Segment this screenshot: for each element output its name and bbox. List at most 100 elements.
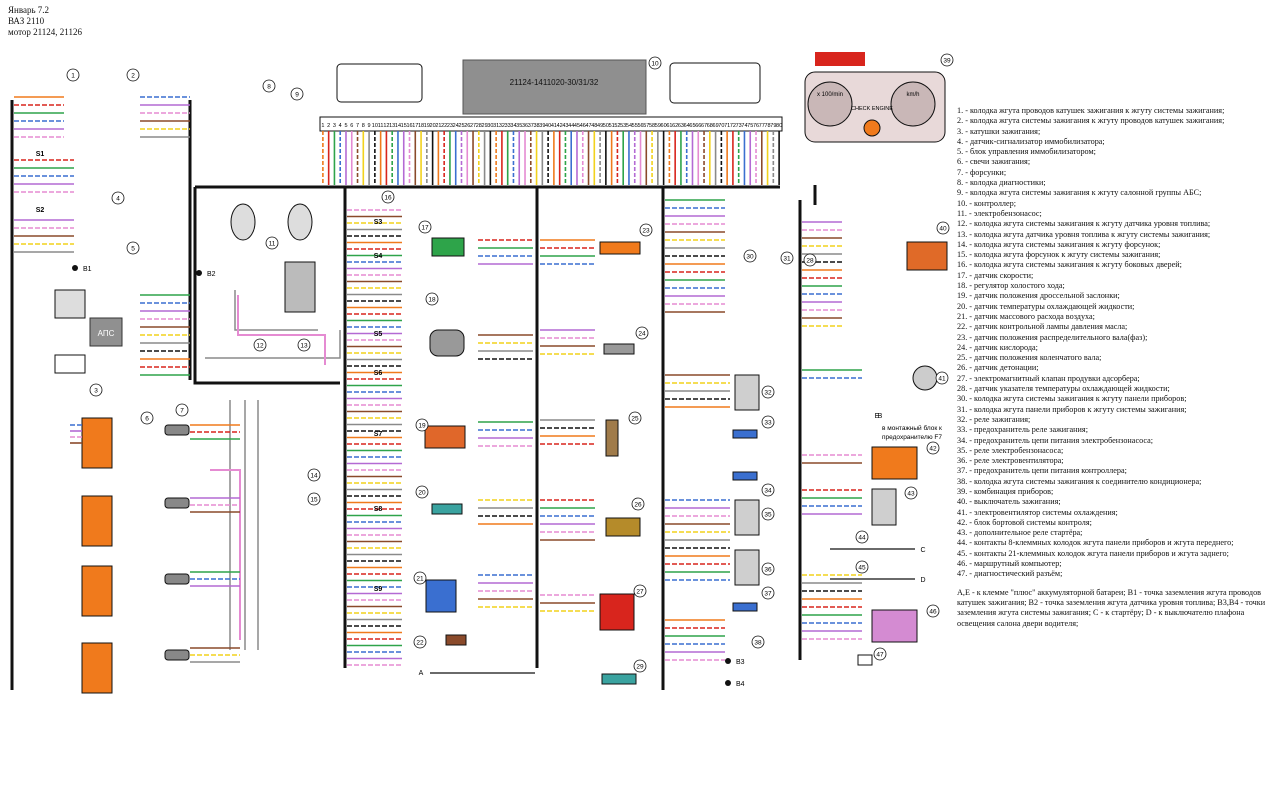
purge-valve xyxy=(599,593,635,631)
ground-point-icon xyxy=(725,658,731,664)
pin-number: 22 xyxy=(441,123,447,129)
pin-number: 68 xyxy=(707,123,713,129)
ground-point-label: B2 xyxy=(207,271,216,278)
pin-number: 65 xyxy=(689,123,695,129)
controller-body xyxy=(462,59,647,115)
pin-number: 1 xyxy=(321,123,324,129)
callout-number: 26 xyxy=(634,502,642,509)
pin-number: 38 xyxy=(534,123,540,129)
legend-item: 23. - датчик положения распределительног… xyxy=(957,332,1148,342)
callout-number: 38 xyxy=(754,640,762,647)
pin-number: 45 xyxy=(574,123,580,129)
pin-number: 34 xyxy=(510,123,516,129)
callout-number: 46 xyxy=(929,609,937,616)
fuse-34 xyxy=(732,471,758,481)
legend-item: 25. - датчик положения коленчатого вала; xyxy=(957,353,1102,363)
pin-number: 24 xyxy=(453,123,459,129)
callout-circle xyxy=(425,292,439,306)
injector-1 xyxy=(164,424,190,436)
callout-circle xyxy=(111,191,125,205)
callout-circle xyxy=(904,486,918,500)
callout-number: 2 xyxy=(131,73,135,80)
legend-item: 3. - катушки зажигания; xyxy=(957,126,1041,136)
callout-circle xyxy=(66,68,80,82)
legend-item: 45. - контакты 21-клеммных колодок жгута… xyxy=(957,548,1229,558)
cooling-fan xyxy=(912,365,938,391)
callout-number: 31 xyxy=(783,256,791,263)
pin-number: 58 xyxy=(649,123,655,129)
legend-item: 35. - реле электробензонасоса; xyxy=(957,445,1064,455)
pin-number: 50 xyxy=(603,123,609,129)
legend-item: 32. - реле зажигания; xyxy=(957,414,1031,424)
legend-item: 21. - датчик массового расхода воздуха; xyxy=(957,311,1095,321)
callout-number: 12 xyxy=(256,343,264,350)
legend-item: 15. - колодка жгута форсунок к жгуту сис… xyxy=(957,250,1161,260)
pin-number: 20 xyxy=(430,123,436,129)
ignition-coil-3 xyxy=(81,565,113,617)
legend-item: 31. - колодка жгута панели приборов к жг… xyxy=(957,404,1187,414)
callout-circle xyxy=(936,221,950,235)
legend-item: 41. - электровентилятор системы охлажден… xyxy=(957,507,1118,517)
header-title: Январь 7.2 xyxy=(8,5,50,15)
pin-number: 8 xyxy=(362,123,365,129)
diagnostic-socket xyxy=(857,654,873,666)
callout-number: 5 xyxy=(131,246,135,253)
trip-computer xyxy=(871,609,918,643)
pin-number: 16 xyxy=(406,123,412,129)
callout-circle xyxy=(631,497,645,511)
pin-number: 36 xyxy=(522,123,528,129)
callout-circle xyxy=(761,586,775,600)
callout-number: 20 xyxy=(418,490,426,497)
legend-item: 14. - колодка жгута системы зажигания к … xyxy=(957,239,1161,249)
legend-item: 17. - датчик скорости; xyxy=(957,270,1034,280)
callout-number: 32 xyxy=(764,390,772,397)
legend-item: 8. - колодка диагностики; xyxy=(957,178,1046,188)
callout-number: 44 xyxy=(858,535,866,542)
pin-number: 78 xyxy=(765,123,771,129)
callout-number: 40 xyxy=(939,226,947,233)
callout-number: 27 xyxy=(636,589,644,596)
legend-item: 19. - датчик положения дроссельной засло… xyxy=(957,291,1120,301)
pin-number: 54 xyxy=(626,123,632,129)
ground-point-icon xyxy=(196,270,202,276)
right-blocks xyxy=(857,241,948,666)
callout-circle xyxy=(926,604,940,618)
fuse-note-line1: в монтажный блок к xyxy=(882,424,942,432)
pin-number: 33 xyxy=(505,123,511,129)
callout-circle xyxy=(761,483,775,497)
legend-item: 5. - блок управления иммобилизатором; xyxy=(957,147,1096,157)
callout-circle xyxy=(253,338,267,352)
legend-item: 1. - колодка жгута проводов катушек зажи… xyxy=(957,106,1225,115)
maf-sensor xyxy=(425,579,457,613)
callout-number: 37 xyxy=(764,591,772,598)
callout-number: 43 xyxy=(907,491,915,498)
callout-circle xyxy=(290,87,304,101)
legend-item: 9. - колодка жгута системы зажигания к ж… xyxy=(957,188,1202,198)
callout-circle xyxy=(126,68,140,82)
callout-number: 36 xyxy=(764,567,772,574)
callout-number: 10 xyxy=(651,61,659,68)
legend-item: 38. - колодка жгута системы зажигания к … xyxy=(957,476,1202,486)
callout-number: 6 xyxy=(145,416,149,423)
pin-number: 26 xyxy=(464,123,470,129)
legend-item: 11. - электробензонасос; xyxy=(957,208,1042,218)
terminal-label: B xyxy=(878,413,883,420)
legend-panel: 1. - колодка жгута проводов катушек зажи… xyxy=(957,106,1275,629)
callout-number: 41 xyxy=(938,376,946,383)
callout-number: 15 xyxy=(310,497,318,504)
callout-circle xyxy=(926,441,940,455)
callout-circle xyxy=(413,571,427,585)
pin-number: 27 xyxy=(470,123,476,129)
knock-sensor xyxy=(605,517,641,537)
ignition-coil-4 xyxy=(81,642,113,694)
legend-item: 46. - маршрутный компьютер; xyxy=(957,559,1062,569)
pin-strip-frame xyxy=(319,116,783,132)
pin-number: 63 xyxy=(678,123,684,129)
pin-number: 35 xyxy=(516,123,522,129)
callout-number: 22 xyxy=(416,640,424,647)
fuel-pump-relay xyxy=(734,499,760,536)
callout-circle xyxy=(297,338,311,352)
